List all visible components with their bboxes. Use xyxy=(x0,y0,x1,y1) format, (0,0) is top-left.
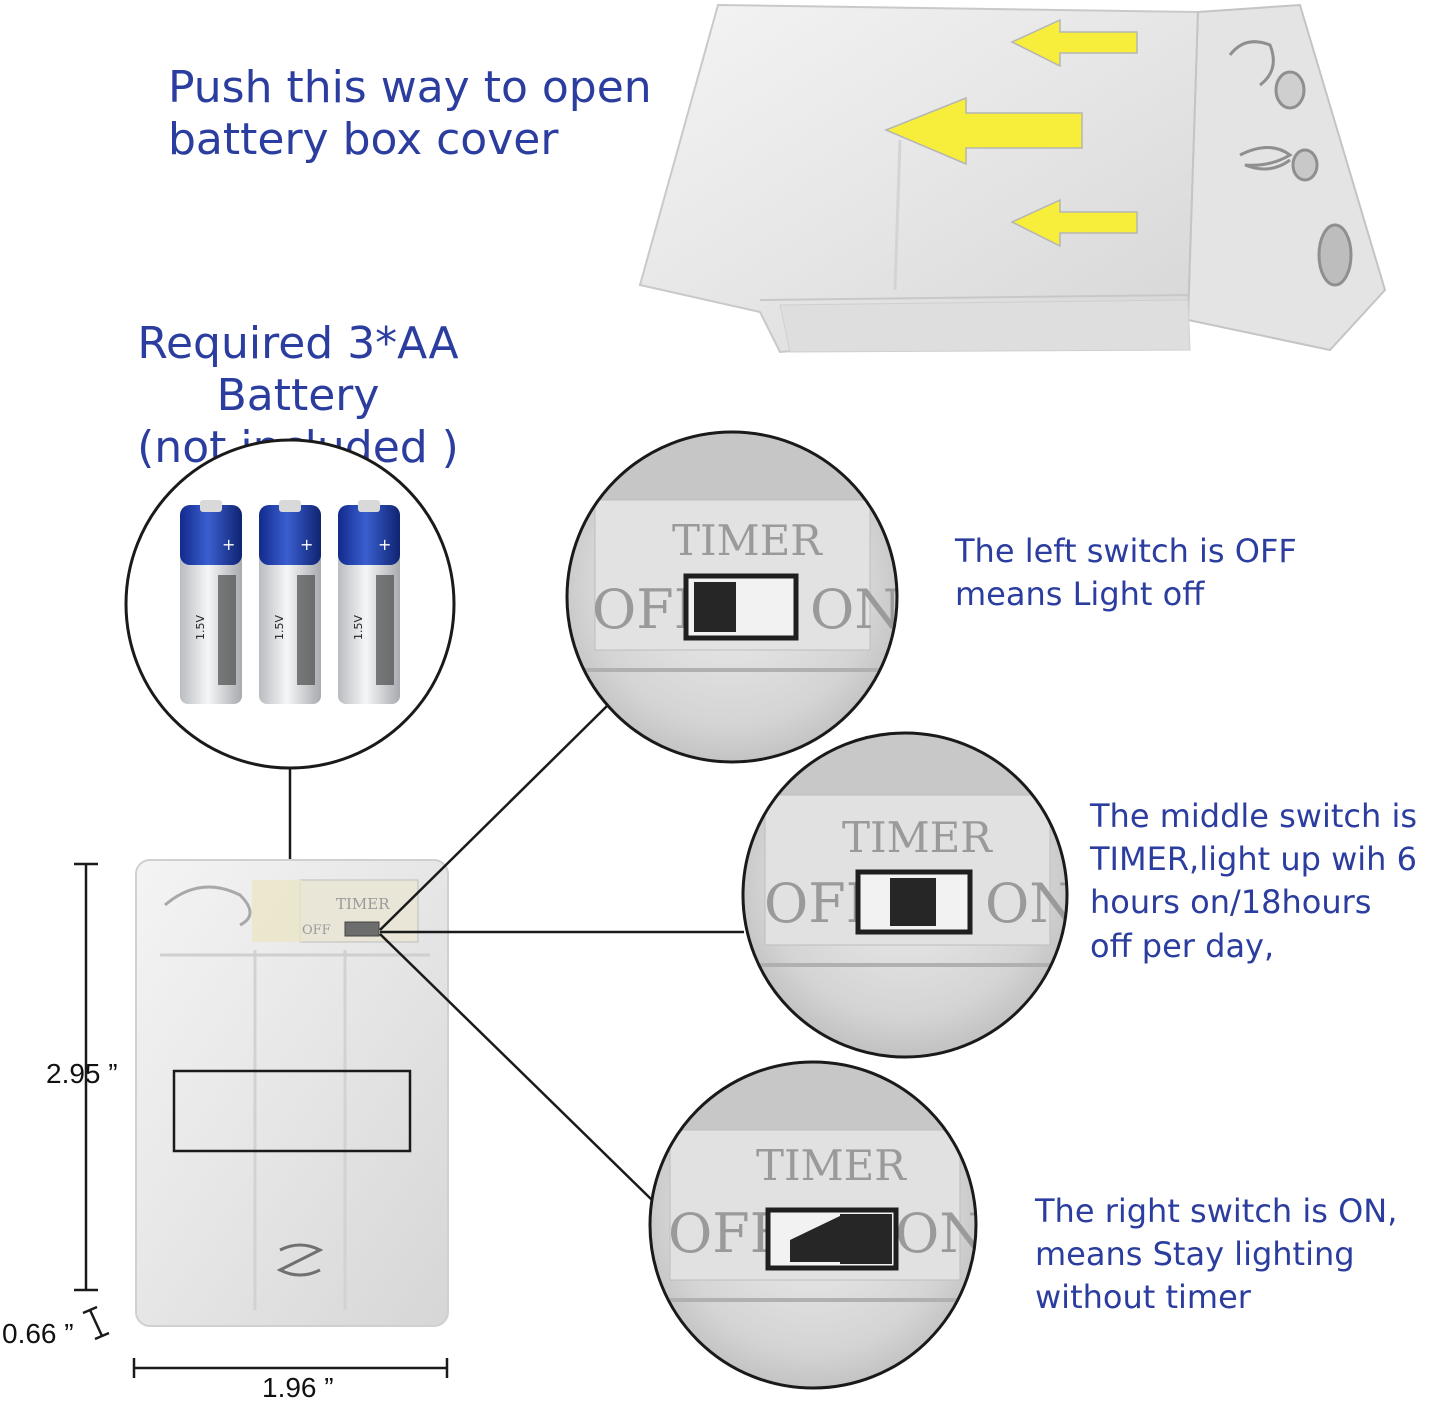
battery-box-front-photo: TIMER OFF xyxy=(135,859,449,1327)
battery-voltage-2: 1.5V xyxy=(273,615,286,640)
aa-battery-1: + 1.5V xyxy=(180,500,242,704)
battery-voltage-1: 1.5V xyxy=(194,615,207,640)
width-dimension-line xyxy=(132,1358,449,1378)
zoom1-timer-label: TIMER xyxy=(672,516,823,565)
open-instruction-line1: Push this way to open xyxy=(168,62,652,113)
zoom2-on-label: ON xyxy=(985,872,1077,935)
slide-arrow-top-icon xyxy=(1010,18,1138,68)
zoom3-on-label: ON xyxy=(895,1202,987,1265)
zoom3-timer-label: TIMER xyxy=(756,1141,907,1190)
slide-arrow-bottom-icon xyxy=(1010,198,1138,248)
zoom2-timer-label: TIMER xyxy=(842,813,993,862)
height-dimension-line xyxy=(74,862,98,1292)
battery-plus-2: + xyxy=(300,535,313,554)
switch-off-caption-line1: The left switch is OFF xyxy=(955,532,1297,570)
batteries-zoom-circle: + 1.5V + 1.5V + 1.5V xyxy=(124,438,456,770)
switch-off-caption: The left switch is OFF means Light off xyxy=(955,530,1297,616)
slide-arrow-middle-icon xyxy=(884,96,1083,166)
battery-plus-1: + xyxy=(222,535,235,554)
battery-slot-highlight-box xyxy=(172,1069,412,1153)
battery-requirement-line1: Required 3*AA Battery xyxy=(137,318,459,421)
open-instruction-text: Push this way to open battery box cover xyxy=(168,62,652,166)
switch-off-caption-line2: means Light off xyxy=(955,575,1205,614)
switch-timer-caption-line3: hours on/18hours xyxy=(1090,883,1372,922)
switch-timer-caption: The middle switch is TIMER,light up wih … xyxy=(1090,795,1417,968)
switch-timer-caption-line2: TIMER,light up wih 6 xyxy=(1090,840,1417,879)
box-switch-slider[interactable] xyxy=(344,921,380,937)
switch-timer-caption-line4: off per day, xyxy=(1090,926,1275,965)
box-timer-label: TIMER xyxy=(336,895,390,913)
aa-battery-3: + 1.5V xyxy=(338,500,400,704)
battery-box-open-photo xyxy=(638,3,1387,354)
switch-on-caption-line1: The right switch is ON, xyxy=(1035,1192,1398,1230)
box-off-label: OFF xyxy=(302,923,331,938)
depth-dimension-line xyxy=(82,1305,110,1341)
switch-off-zoom-circle: TIMER OFF ON xyxy=(565,430,902,764)
depth-dimension-label: 0.66 ” xyxy=(2,1318,74,1349)
battery-plus-3: + xyxy=(378,535,391,554)
aa-battery-2: + 1.5V xyxy=(259,500,321,704)
zoom3-switch-knob-on[interactable] xyxy=(840,1214,892,1264)
zoom2-switch-knob-timer[interactable] xyxy=(890,878,936,926)
zoom1-switch-knob-off[interactable] xyxy=(694,582,736,632)
switch-callout-lines xyxy=(379,704,744,1201)
battery-voltage-3: 1.5V xyxy=(352,615,365,640)
switch-on-zoom-circle: TIMER OFF ON xyxy=(648,1060,987,1390)
switch-timer-zoom-circle: TIMER OFF ON xyxy=(741,731,1077,1059)
zoom1-on-label: ON xyxy=(810,578,902,641)
height-dimension-label: 2.95 ” xyxy=(46,1058,118,1089)
width-dimension-label: 1.96 ” xyxy=(262,1372,334,1403)
switch-on-caption-line2: means Stay lighting xyxy=(1035,1235,1355,1274)
switch-on-caption-line3: without timer xyxy=(1035,1278,1251,1317)
switch-timer-caption-line1: The middle switch is xyxy=(1090,797,1418,835)
switch-on-caption: The right switch is ON, means Stay light… xyxy=(1035,1190,1397,1320)
open-instruction-line2: battery box cover xyxy=(168,113,559,165)
